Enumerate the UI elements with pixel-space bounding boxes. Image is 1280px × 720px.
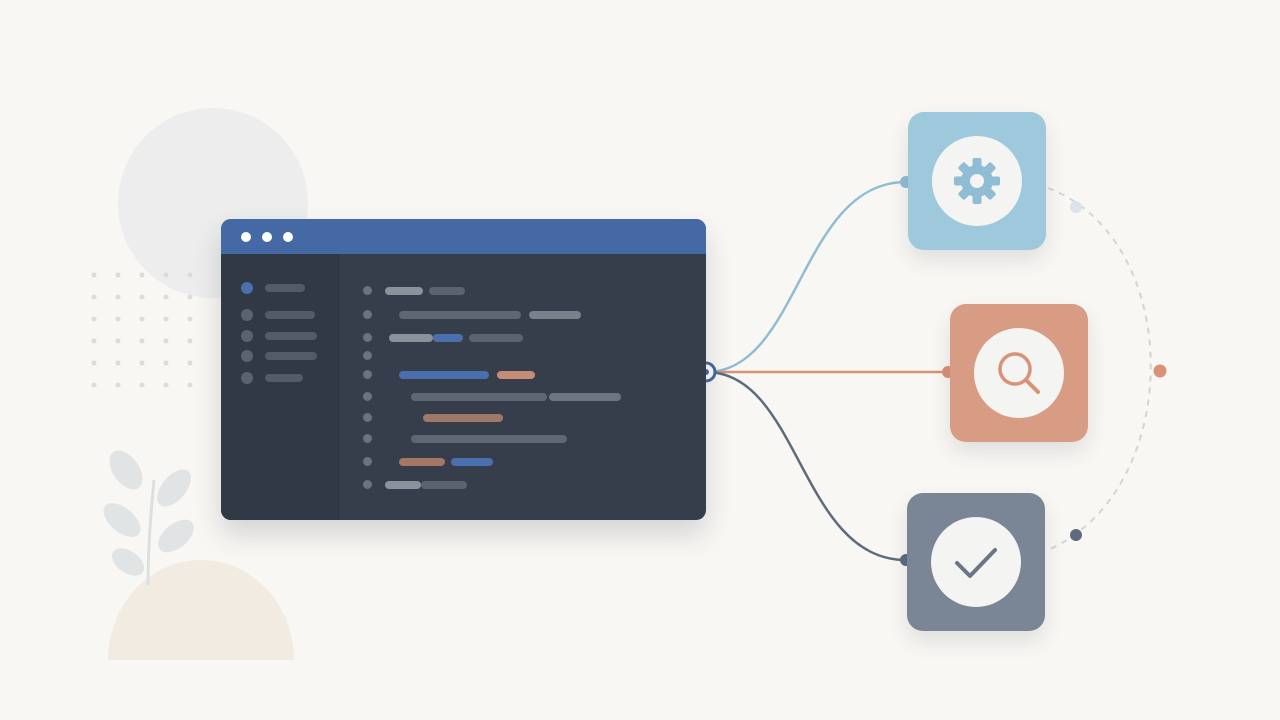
gear-node[interactable] — [908, 112, 1046, 250]
orbit-dot-top — [1070, 201, 1082, 213]
search-node[interactable] — [950, 304, 1088, 442]
plant-icon — [103, 450, 194, 586]
checkmark-icon — [955, 548, 997, 578]
window-control-dot[interactable] — [241, 232, 251, 242]
check-node[interactable] — [907, 493, 1045, 631]
connector-to-gear — [705, 180, 907, 374]
window-control-dot[interactable] — [283, 232, 293, 242]
window-control-dot[interactable] — [262, 232, 272, 242]
file-sidebar — [221, 254, 339, 520]
magnifier-icon — [998, 352, 1040, 394]
gear-node-badge — [932, 136, 1022, 226]
orbit-dot-bottom — [1070, 529, 1082, 541]
dot-grid-decoration — [82, 264, 202, 404]
search-node-badge — [974, 328, 1064, 418]
code-editor-window — [221, 219, 706, 520]
gear-icon — [954, 158, 1000, 204]
check-node-badge — [931, 517, 1021, 607]
window-title-bar — [221, 219, 706, 254]
orbit-dot-right — [1153, 364, 1167, 378]
connector-to-check — [705, 370, 907, 562]
dashed-orbit — [1047, 187, 1152, 551]
